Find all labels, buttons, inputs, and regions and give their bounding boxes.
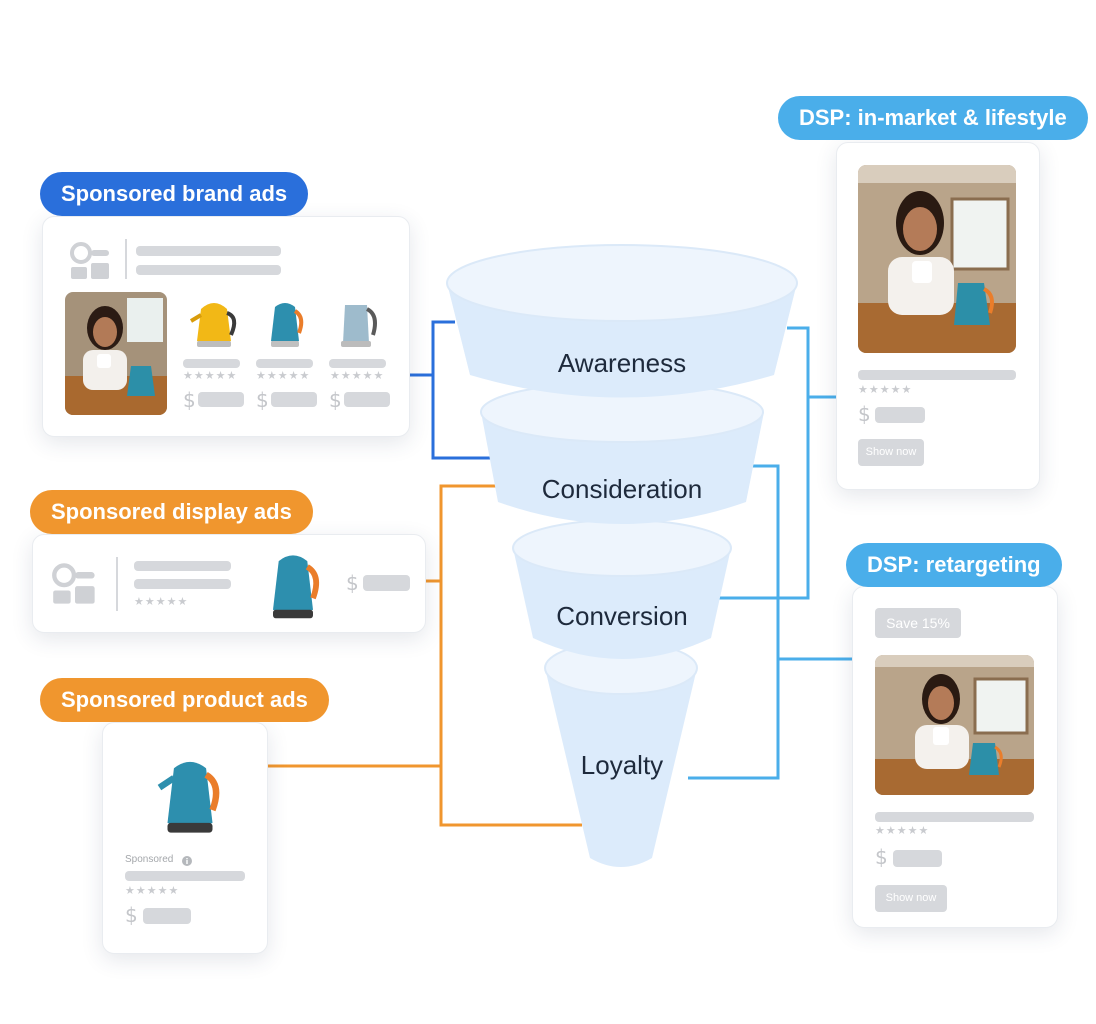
kettle-yellow-icon bbox=[189, 295, 239, 351]
appliance-logo-icon bbox=[69, 239, 113, 283]
brand-item2-price bbox=[271, 392, 317, 407]
dsp-retargeting-show-now-button[interactable]: Show now bbox=[875, 885, 947, 912]
display-price-symbol: $ bbox=[346, 573, 359, 593]
appliance-logo-icon bbox=[51, 560, 99, 608]
product-title-placeholder bbox=[125, 871, 245, 881]
brand-divider bbox=[125, 239, 127, 279]
funnel-segment-conversion bbox=[513, 520, 731, 659]
display-subtitle-placeholder bbox=[134, 579, 231, 589]
brand-item2-price-symbol: $ bbox=[256, 390, 269, 410]
pill-dsp-in-market-lifestyle: DSP: in-market & lifestyle bbox=[778, 96, 1088, 140]
brand-item1-price bbox=[198, 392, 244, 407]
stage-label-awareness: Awareness bbox=[472, 348, 772, 379]
display-ads-card: ★★★★★ $ bbox=[32, 534, 426, 633]
brand-item1-title bbox=[183, 359, 240, 368]
brand-item2-title bbox=[256, 359, 313, 368]
display-price bbox=[363, 575, 410, 591]
brand-subline-placeholder bbox=[136, 265, 281, 275]
stage-label-loyalty: Loyalty bbox=[472, 750, 772, 781]
dsp-inmarket-title-placeholder bbox=[858, 370, 1016, 380]
dsp-inmarket-card: ★★★★★ $ Show now bbox=[836, 142, 1040, 490]
pill-sponsored-display-ads: Sponsored display ads bbox=[30, 490, 313, 534]
lifestyle-photo bbox=[858, 165, 1016, 353]
dsp-inmarket-price-symbol: $ bbox=[858, 404, 871, 424]
dsp-inmarket-rating-icon: ★★★★★ bbox=[858, 383, 912, 396]
info-icon bbox=[182, 856, 192, 866]
brand-item3-rating-icon: ★★★★★ bbox=[330, 369, 384, 382]
brand-item3-title bbox=[329, 359, 386, 368]
dsp-retargeting-price bbox=[893, 850, 942, 867]
save-15-badge: Save 15% bbox=[875, 608, 961, 638]
sponsored-label: Sponsored bbox=[125, 854, 173, 865]
product-price-symbol: $ bbox=[125, 905, 138, 925]
kettle-steel-icon bbox=[337, 295, 381, 351]
lifestyle-photo bbox=[875, 655, 1034, 795]
dsp-retargeting-price-symbol: $ bbox=[875, 847, 888, 867]
display-title-placeholder bbox=[134, 561, 231, 571]
display-divider bbox=[116, 557, 118, 611]
display-rating-icon: ★★★★★ bbox=[134, 595, 188, 608]
stage-label-consideration: Consideration bbox=[472, 474, 772, 505]
pill-dsp-retargeting: DSP: retargeting bbox=[846, 543, 1062, 587]
dsp-inmarket-show-now-button[interactable]: Show now bbox=[858, 439, 924, 466]
dsp-retargeting-title-placeholder bbox=[875, 812, 1034, 822]
brand-ads-card: ★★★★★ $ ★★★★★ $ ★★★★★ $ bbox=[42, 216, 410, 437]
lifestyle-photo bbox=[65, 292, 167, 415]
product-price bbox=[143, 908, 191, 924]
brand-item1-price-symbol: $ bbox=[183, 390, 196, 410]
brand-headline-placeholder bbox=[136, 246, 281, 256]
dsp-retargeting-rating-icon: ★★★★★ bbox=[875, 824, 929, 837]
product-ads-card: Sponsored ★★★★★ $ bbox=[102, 722, 268, 954]
dsp-inmarket-price bbox=[875, 407, 925, 423]
dsp-retargeting-card: Save 15% ★★★★★ $ Show now bbox=[852, 586, 1058, 928]
brand-item3-price-symbol: $ bbox=[329, 390, 342, 410]
pill-sponsored-product-ads: Sponsored product ads bbox=[40, 678, 329, 722]
pill-sponsored-brand-ads: Sponsored brand ads bbox=[40, 172, 308, 216]
brand-item1-rating-icon: ★★★★★ bbox=[183, 369, 237, 382]
product-rating-icon: ★★★★★ bbox=[125, 884, 179, 897]
kettle-teal-icon bbox=[155, 749, 225, 839]
kettle-teal-icon bbox=[265, 295, 305, 351]
kettle-teal-icon bbox=[259, 544, 327, 624]
stage-label-conversion: Conversion bbox=[472, 601, 772, 632]
brand-item2-rating-icon: ★★★★★ bbox=[256, 369, 310, 382]
brand-item3-price bbox=[344, 392, 390, 407]
